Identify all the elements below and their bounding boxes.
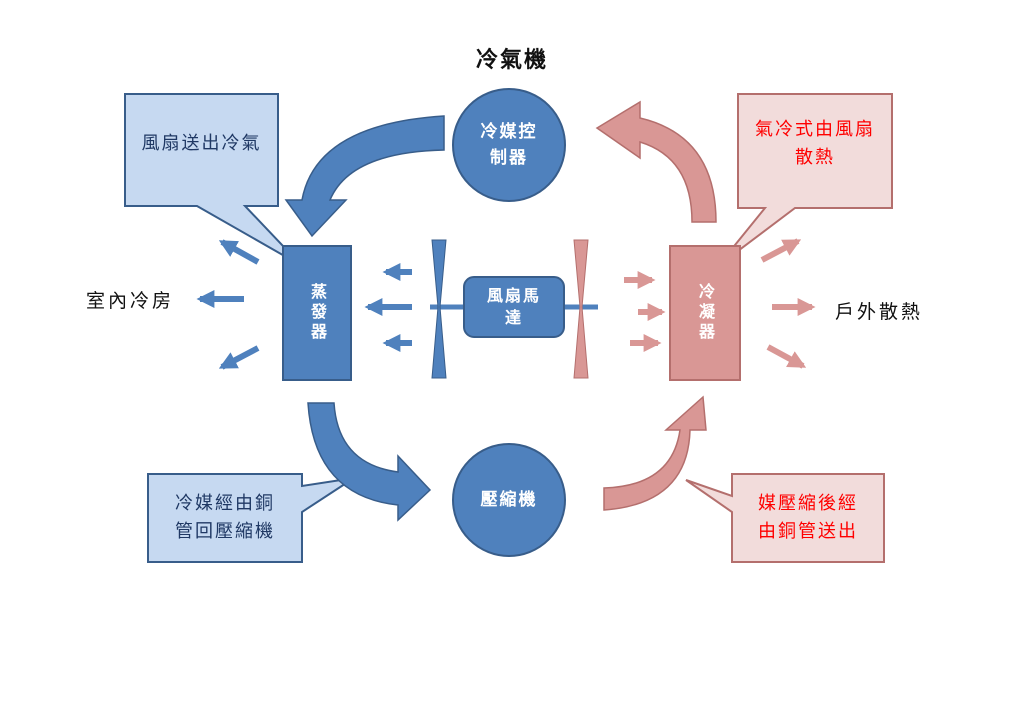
diagram-title: 冷氣機	[475, 48, 548, 73]
curved-arrow-controller-to-evaporator	[284, 115, 445, 238]
callout-top-right-text: 氣冷式由風扇散熱	[755, 119, 875, 168]
controller-label: 冷媒控制器	[480, 122, 538, 168]
fan-motor-box	[463, 276, 565, 338]
airflow-arrows-to-condenser	[624, 271, 666, 352]
outdoor-heat-label: 戶外散熱	[835, 301, 924, 323]
airflow-arrows-outdoor	[760, 238, 816, 369]
curved-arrow-condenser-to-controller	[595, 100, 717, 223]
fan-motor-label: 風扇馬達	[486, 286, 541, 327]
airflow-arrows-indoor	[196, 239, 260, 370]
callout-top-left-box	[124, 93, 303, 267]
callout-top-right-box	[717, 93, 893, 267]
condenser-box	[669, 245, 741, 381]
compressor-label: 壓縮機	[480, 490, 538, 510]
curved-arrow-compressor-to-condenser	[603, 395, 707, 511]
condenser-label: 冷凝器	[696, 283, 715, 343]
callout-bottom-right-box	[685, 473, 885, 563]
controller-circle	[452, 88, 566, 202]
callout-bottom-left-text: 冷媒經由銅管回壓縮機	[175, 493, 275, 542]
evaporator-box	[282, 245, 352, 381]
callout-bottom-left-box	[147, 473, 355, 563]
indoor-cooling-label: 室內冷房	[86, 290, 175, 312]
evaporator-label: 蒸發器	[308, 283, 327, 343]
compressor-circle	[452, 443, 566, 557]
callout-top-left-text: 風扇送出冷氣	[141, 133, 262, 154]
fan-blade-left	[431, 239, 447, 379]
curved-arrow-evaporator-to-compressor	[307, 402, 432, 522]
airflow-arrows-to-evaporator	[364, 263, 412, 352]
callout-bottom-right-text: 媒壓縮後經由銅管送出	[758, 493, 858, 542]
fan-blade-right	[573, 239, 589, 379]
